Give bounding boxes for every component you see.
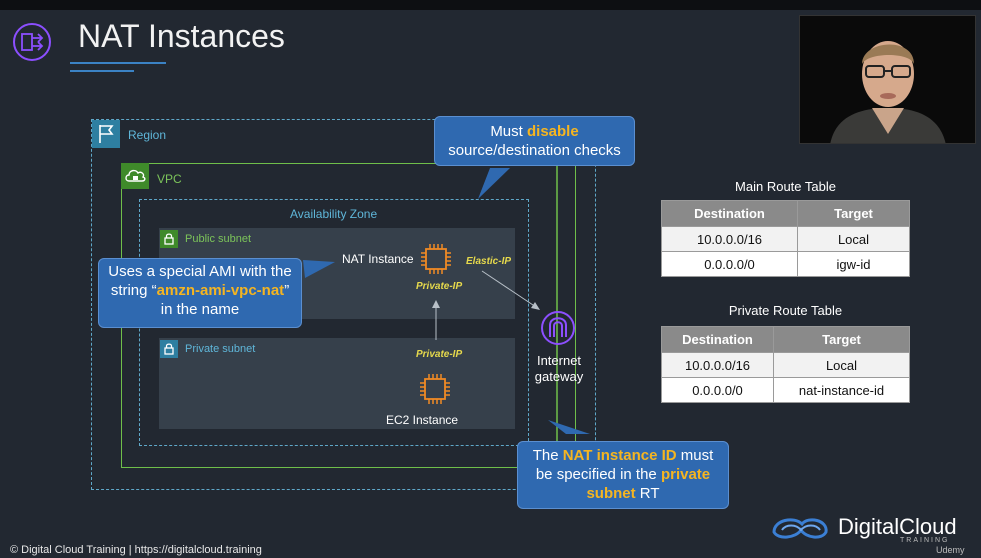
cloud-lock-icon	[121, 163, 149, 189]
main-route-table: Destination Target 10.0.0.0/16 Local 0.0…	[661, 200, 910, 277]
brand-subtitle: TRAINING	[900, 537, 950, 544]
nat-private-ip-label: Private-IP	[416, 281, 463, 292]
callout-highlight: disable	[527, 123, 579, 140]
region-label: Region	[128, 128, 167, 142]
vpc-label: VPC	[157, 172, 182, 186]
table-header: Destination	[661, 326, 774, 353]
table-cell: 10.0.0.0/16	[661, 352, 774, 378]
title-underline	[70, 62, 166, 64]
internet-gateway-icon	[541, 311, 575, 345]
callout-disable-checks: Must disable source/destination checks	[434, 116, 635, 166]
table-cell: 0.0.0.0/0	[661, 377, 774, 403]
callout-text: must be specified in the	[535, 447, 714, 483]
top-bar	[0, 0, 981, 10]
region-boundary	[91, 119, 596, 490]
callout-text: The	[532, 447, 563, 464]
table-row: 0.0.0.0/0 nat-instance-id	[661, 377, 910, 403]
public-subnet-label: Public subnet	[185, 233, 252, 245]
main-route-table-title: Main Route Table	[735, 179, 836, 194]
callout-text: Must	[490, 123, 527, 140]
callout-nat-instance-id: The NAT instance ID must be specified in…	[517, 441, 729, 509]
table-cell: Local	[773, 352, 910, 378]
table-row: 10.0.0.0/16 Local	[661, 352, 910, 378]
udemy-label: Udemy	[936, 545, 965, 555]
slide-title: NAT Instances	[78, 18, 285, 54]
table-cell: Local	[797, 226, 910, 252]
footer-text: © Digital Cloud Training | https://digit…	[10, 544, 262, 556]
table-row: 10.0.0.0/16 Local	[661, 226, 910, 252]
elastic-ip-label: Elastic-IP	[466, 256, 512, 267]
callout-text: Uses a special AMI with the string “	[108, 263, 292, 299]
callout-text: source/destination checks	[448, 142, 621, 159]
private-subnet-label: Private subnet	[185, 343, 256, 355]
nat-instance-label: NAT Instance	[342, 252, 414, 266]
cloud-swirl-icon	[772, 518, 828, 539]
callout-text: RT	[635, 485, 660, 502]
table-cell: 0.0.0.0/0	[661, 251, 798, 277]
callout-special-ami: Uses a special AMI with the string “amzn…	[98, 258, 302, 328]
private-route-table: Destination Target 10.0.0.0/16 Local 0.0…	[661, 326, 910, 403]
title-underline-short	[70, 70, 134, 72]
callout-highlight: amzn-ami-vpc-nat	[156, 282, 285, 299]
table-header: Target	[797, 200, 910, 227]
table-header: Target	[773, 326, 910, 353]
ec2-instance-label: EC2 Instance	[386, 413, 459, 427]
table-header: Destination	[661, 200, 798, 227]
ec2-private-ip-label: Private-IP	[416, 349, 463, 360]
flag-icon	[92, 120, 120, 148]
ec2-instance-chip-icon	[420, 374, 450, 404]
table-row: 0.0.0.0/0 igw-id	[661, 251, 910, 277]
table-cell: 10.0.0.0/16	[661, 226, 798, 252]
brand-name: DigitalCloud	[838, 514, 957, 539]
callout-highlight: NAT instance ID	[562, 447, 677, 464]
table-cell: igw-id	[797, 251, 910, 277]
presenter-figure	[800, 16, 975, 143]
private-subnet	[159, 338, 515, 429]
availability-zone-label: Availability Zone	[290, 207, 378, 221]
nat-gateway-icon	[13, 23, 51, 61]
table-cell: nat-instance-id	[773, 377, 910, 403]
private-route-table-title: Private Route Table	[728, 303, 843, 318]
lock-icon	[160, 340, 178, 358]
lock-icon	[160, 230, 178, 248]
presenter-video	[799, 15, 976, 144]
nat-instance-chip-icon	[421, 244, 451, 274]
callout-text: ” in the name	[160, 282, 290, 318]
callout-highlight: private subnet	[586, 466, 711, 502]
internet-gateway-label: Internet gateway	[534, 353, 584, 384]
